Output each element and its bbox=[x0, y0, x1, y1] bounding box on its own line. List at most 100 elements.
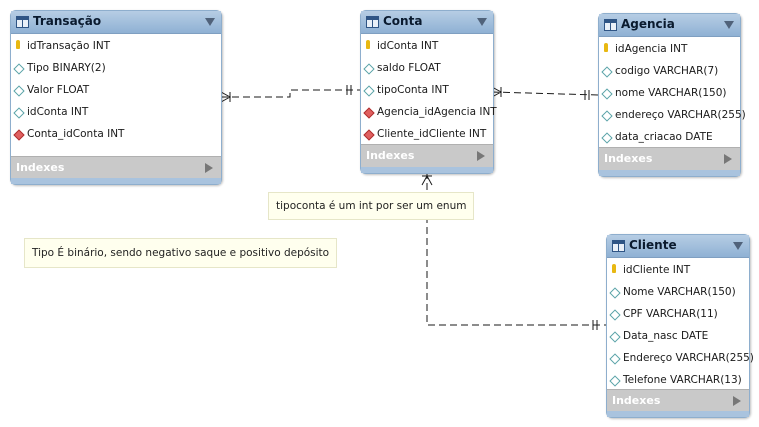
table-grid-icon bbox=[612, 240, 625, 252]
column-row[interactable]: Agencia_idAgencia INT bbox=[361, 102, 497, 124]
column-name: Telefone VARCHAR(13) bbox=[623, 374, 742, 386]
column-name: idAgencia INT bbox=[615, 43, 688, 55]
diamond-icon bbox=[609, 331, 621, 343]
column-row[interactable]: idConta INT bbox=[361, 36, 493, 58]
rel-line-transacao-conta bbox=[221, 89, 360, 98]
table-title: Conta bbox=[383, 14, 423, 28]
column-row[interactable]: idCliente INT bbox=[607, 260, 749, 282]
rel-end-many-conta bbox=[491, 86, 503, 98]
column-row[interactable]: Cliente_idCliente INT bbox=[361, 124, 493, 146]
column-name: endereço VARCHAR(255) bbox=[615, 109, 746, 121]
column-name: idConta INT bbox=[377, 40, 439, 52]
column-name: Tipo BINARY(2) bbox=[27, 62, 106, 74]
column-name: Conta_idConta INT bbox=[27, 128, 125, 140]
column-row[interactable]: CPF VARCHAR(11) bbox=[607, 304, 749, 326]
red-diamond-icon bbox=[13, 129, 25, 141]
indexes-section[interactable]: Indexes bbox=[361, 144, 493, 167]
indexes-label: Indexes bbox=[604, 152, 653, 165]
diamond-icon bbox=[601, 88, 613, 100]
diamond-icon bbox=[13, 63, 25, 75]
triangle-right-icon[interactable] bbox=[724, 154, 732, 164]
note-tipo[interactable]: Tipo É binário, sendo negativo saque e p… bbox=[24, 238, 338, 268]
diamond-icon bbox=[363, 63, 375, 75]
note-text: Tipo É binário, sendo negativo saque e p… bbox=[32, 247, 330, 259]
column-row[interactable]: codigo VARCHAR(7) bbox=[599, 61, 740, 83]
column-row[interactable]: endereço VARCHAR(255) bbox=[599, 105, 746, 127]
triangle-right-icon[interactable] bbox=[205, 163, 213, 173]
triangle-down-icon[interactable] bbox=[477, 18, 487, 26]
table-title: Cliente bbox=[629, 238, 677, 252]
table-header[interactable]: Cliente bbox=[607, 235, 749, 258]
column-name: Endereço VARCHAR(255) bbox=[623, 352, 754, 364]
triangle-right-icon[interactable] bbox=[477, 151, 485, 161]
column-row[interactable]: idTransação INT bbox=[11, 36, 221, 58]
column-list: idAgencia INT codigo VARCHAR(7) nome VAR… bbox=[599, 37, 746, 149]
column-row[interactable]: idAgencia INT bbox=[599, 39, 740, 61]
key-icon bbox=[604, 43, 608, 52]
column-row[interactable]: Endereço VARCHAR(255) bbox=[607, 348, 754, 370]
rel-line-conta-agencia bbox=[491, 91, 599, 96]
column-list: idTransação INT Tipo BINARY(2) Valor FLO… bbox=[11, 34, 221, 146]
column-row[interactable]: Nome VARCHAR(150) bbox=[607, 282, 749, 304]
column-row[interactable]: Data_nasc DATE bbox=[607, 326, 749, 348]
column-name: data_criacao DATE bbox=[615, 131, 713, 143]
column-row[interactable]: saldo FLOAT bbox=[361, 58, 493, 80]
indexes-section[interactable]: Indexes bbox=[599, 147, 740, 170]
table-footer bbox=[11, 178, 221, 184]
column-name: saldo FLOAT bbox=[377, 62, 441, 74]
table-footer bbox=[361, 167, 493, 173]
diamond-icon bbox=[609, 353, 621, 365]
column-list: idConta INT saldo FLOAT tipoConta INT Ag… bbox=[361, 34, 497, 146]
column-name: idTransação INT bbox=[27, 40, 111, 52]
triangle-right-icon[interactable] bbox=[733, 396, 741, 406]
column-name: Data_nasc DATE bbox=[623, 330, 709, 342]
table-agencia[interactable]: Agencia idAgencia INT codigo VARCHAR(7) … bbox=[598, 13, 746, 177]
note-text: tipoconta é um int por ser um enum bbox=[276, 200, 467, 212]
column-row[interactable]: Valor FLOAT bbox=[11, 80, 221, 102]
column-row[interactable]: tipoConta INT bbox=[361, 80, 493, 102]
column-name: nome VARCHAR(150) bbox=[615, 87, 727, 99]
column-row[interactable]: idConta INT bbox=[11, 102, 221, 124]
column-row[interactable]: nome VARCHAR(150) bbox=[599, 83, 740, 105]
diamond-icon bbox=[363, 85, 375, 97]
table-conta[interactable]: Conta idConta INT saldo FLOAT tipoConta … bbox=[360, 10, 497, 174]
indexes-label: Indexes bbox=[612, 394, 661, 407]
column-name: Valor FLOAT bbox=[27, 84, 90, 96]
rel-end-many-transacao bbox=[220, 91, 232, 103]
table-footer bbox=[607, 411, 749, 417]
triangle-down-icon[interactable] bbox=[733, 242, 743, 250]
key-icon bbox=[16, 40, 20, 49]
column-name: Agencia_idAgencia INT bbox=[377, 106, 497, 118]
column-name: codigo VARCHAR(7) bbox=[615, 65, 719, 77]
rel-end-many-conta-bottom bbox=[421, 174, 433, 186]
diamond-icon bbox=[13, 107, 25, 119]
table-header[interactable]: Transação bbox=[11, 11, 221, 34]
triangle-down-icon[interactable] bbox=[724, 21, 734, 29]
table-grid-icon bbox=[366, 16, 379, 28]
column-row[interactable]: Tipo BINARY(2) bbox=[11, 58, 221, 80]
column-name: idConta INT bbox=[27, 106, 89, 118]
column-row[interactable]: data_criacao DATE bbox=[599, 127, 740, 149]
column-row[interactable]: Conta_idConta INT bbox=[11, 124, 221, 146]
diamond-icon bbox=[601, 132, 613, 144]
note-tipoconta[interactable]: tipoconta é um int por ser um enum bbox=[268, 192, 475, 220]
diamond-icon bbox=[609, 309, 621, 321]
triangle-down-icon[interactable] bbox=[205, 18, 215, 26]
table-grid-icon bbox=[16, 16, 29, 28]
table-header[interactable]: Agencia bbox=[599, 14, 740, 37]
indexes-section[interactable]: Indexes bbox=[607, 389, 749, 412]
key-icon bbox=[612, 264, 616, 273]
rel-line-conta-cliente bbox=[426, 172, 606, 326]
table-transacao[interactable]: Transação idTransação INT Tipo BINARY(2)… bbox=[10, 10, 222, 185]
column-row[interactable]: Telefone VARCHAR(13) bbox=[607, 370, 749, 392]
key-icon bbox=[366, 40, 370, 49]
table-cliente[interactable]: Cliente idCliente INT Nome VARCHAR(150) … bbox=[606, 234, 754, 418]
column-list: idCliente INT Nome VARCHAR(150) CPF VARC… bbox=[607, 258, 754, 392]
table-header[interactable]: Conta bbox=[361, 11, 493, 34]
indexes-label: Indexes bbox=[366, 149, 415, 162]
diamond-icon bbox=[609, 287, 621, 299]
column-name: Cliente_idCliente INT bbox=[377, 128, 487, 140]
indexes-section[interactable]: Indexes bbox=[11, 156, 221, 179]
column-name: tipoConta INT bbox=[377, 84, 449, 96]
indexes-label: Indexes bbox=[16, 161, 65, 174]
